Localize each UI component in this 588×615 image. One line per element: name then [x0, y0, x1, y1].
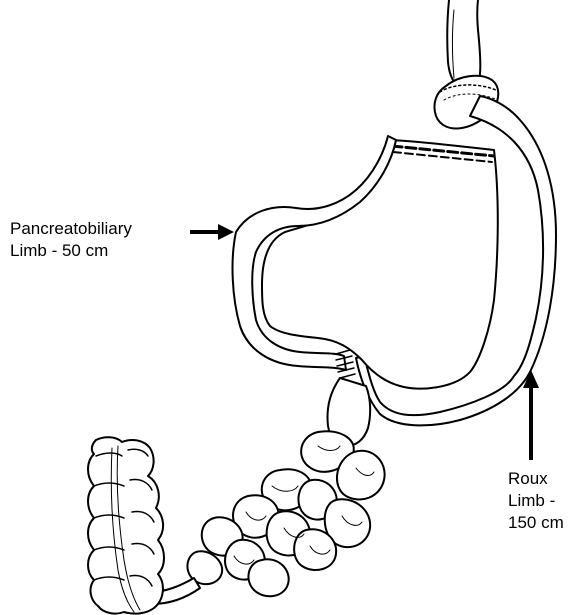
roux-limb-label: Roux Limb - 150 cm: [508, 468, 564, 534]
pancreatobiliary-limb-label: Pancreatobiliary Limb - 50 cm: [10, 218, 132, 262]
roux-label-line3: 150 cm: [508, 512, 564, 534]
roux-label-line1: Roux: [508, 468, 564, 490]
small-bowel: [187, 431, 384, 596]
roux-label-line2: Limb -: [508, 490, 564, 512]
pancreatobiliary-label-line1: Pancreatobiliary: [10, 218, 132, 240]
roux-arrow: [523, 370, 539, 460]
pancreatobiliary-arrow: [190, 224, 234, 240]
pancreatobiliary-label-line2: Limb - 50 cm: [10, 240, 132, 262]
esophagus: [447, 0, 480, 84]
colon: [88, 437, 164, 613]
